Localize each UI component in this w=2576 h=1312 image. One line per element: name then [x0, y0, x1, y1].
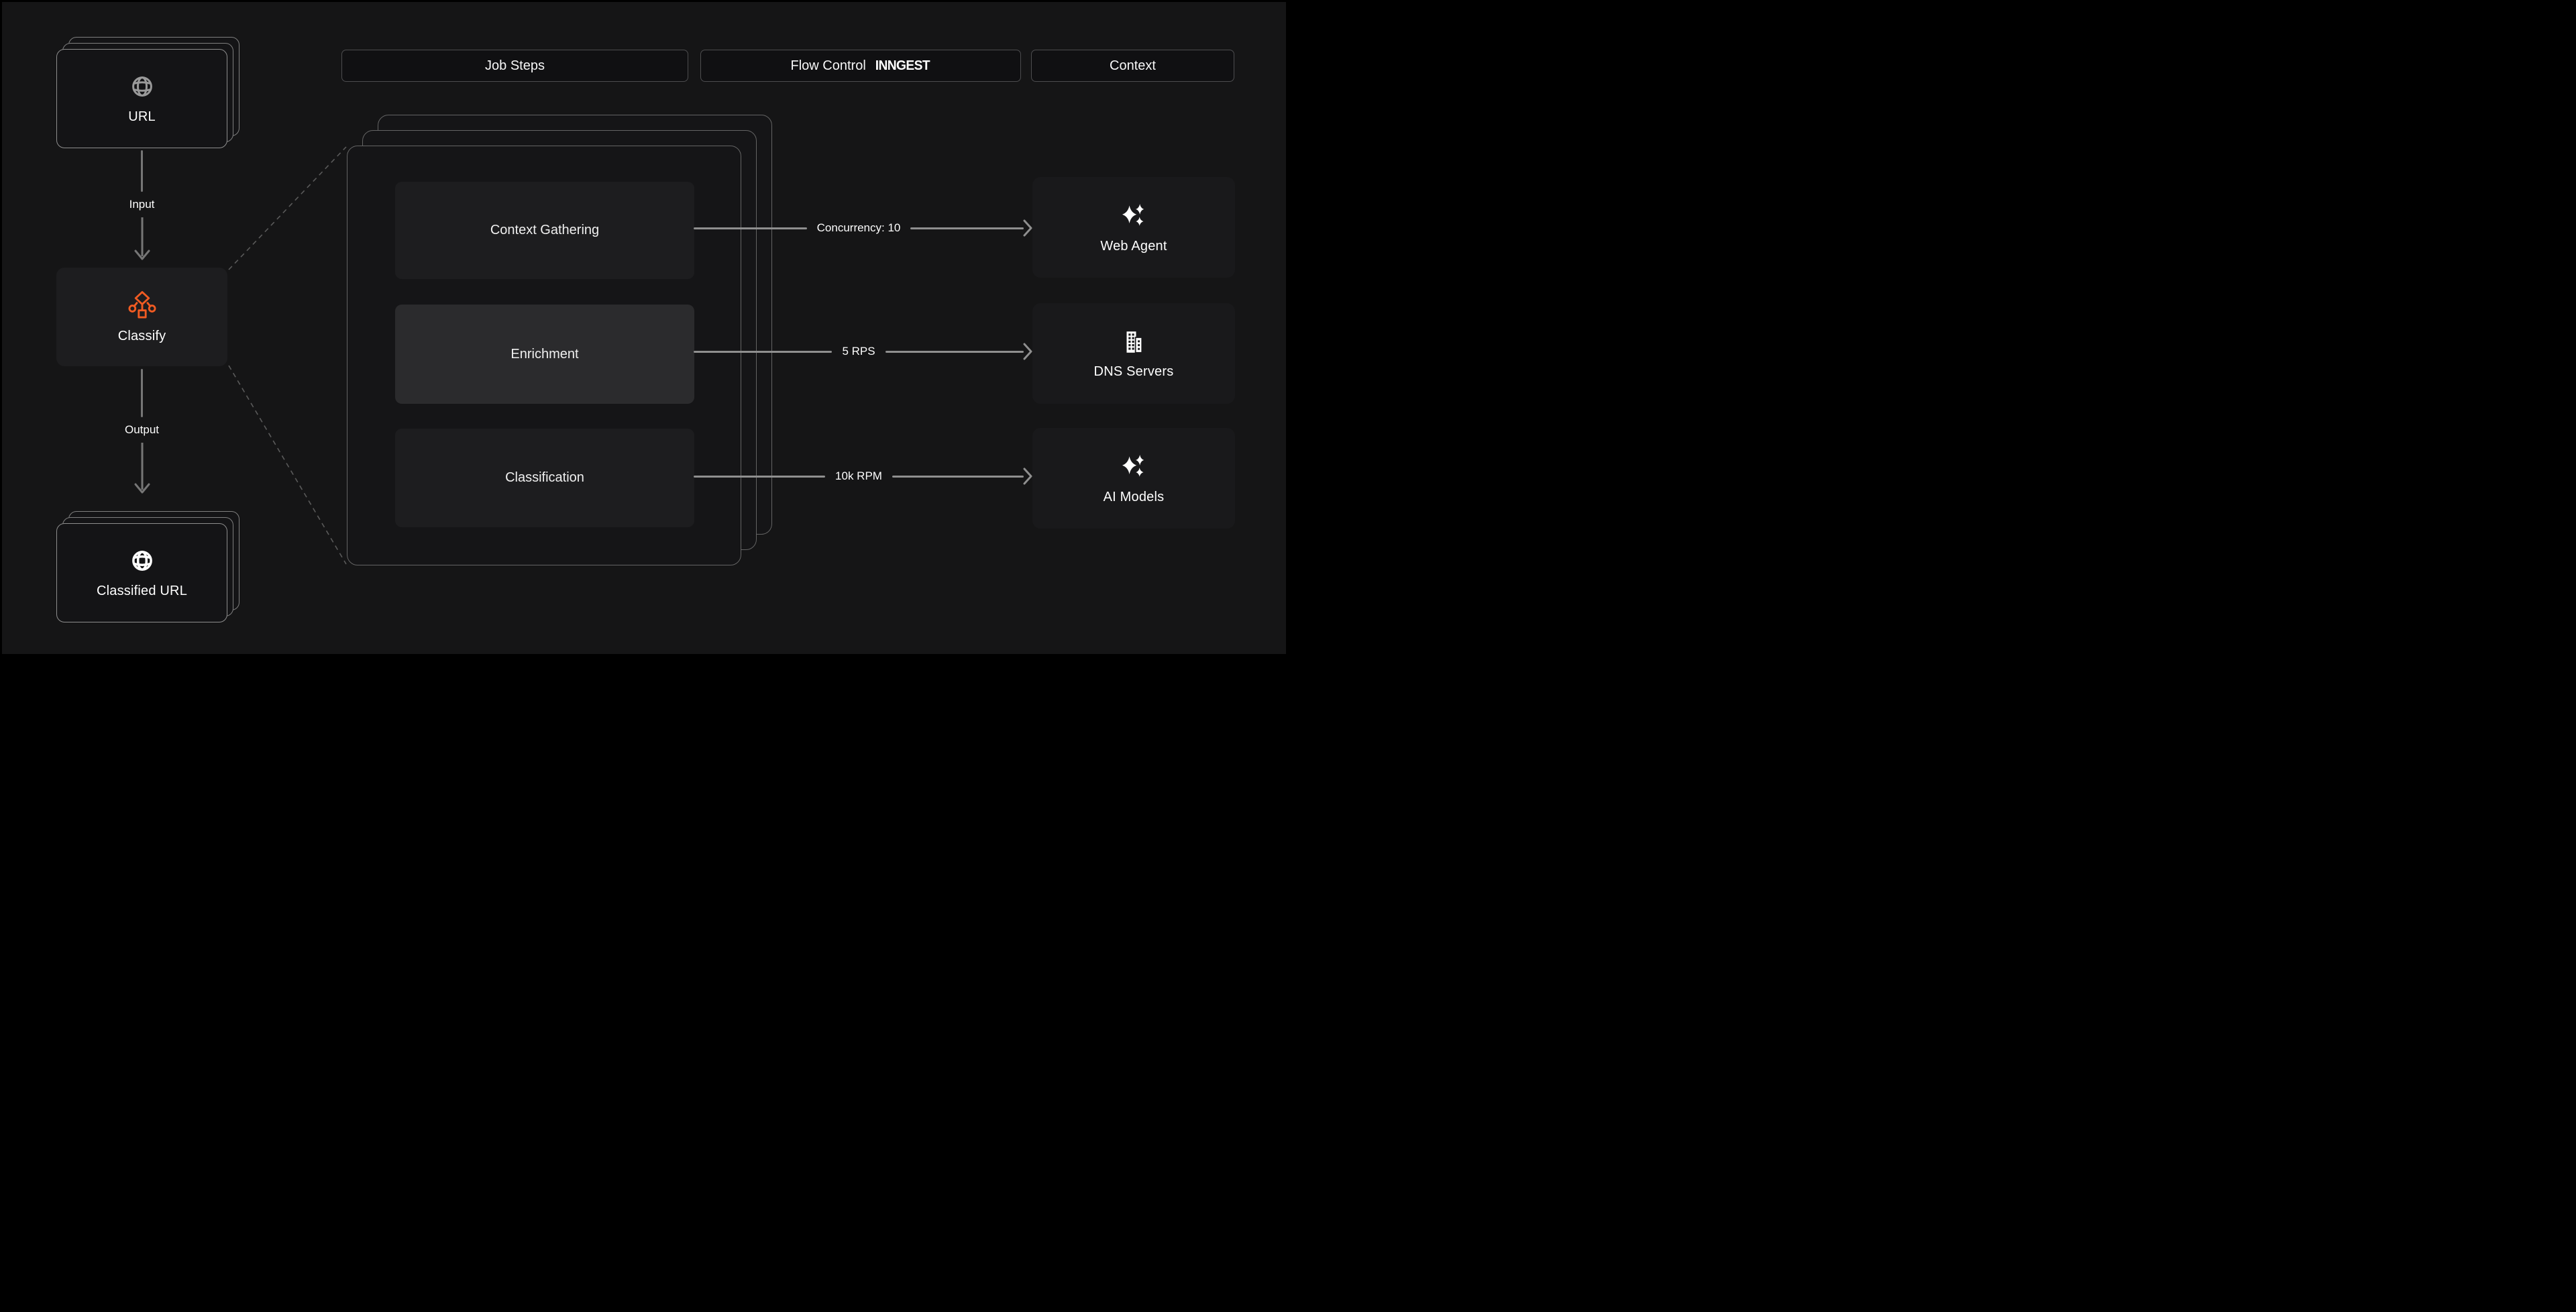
dns-servers-label: DNS Servers — [1093, 364, 1174, 379]
header-flow-control-label: Flow Control — [790, 58, 866, 73]
classify-node: Classify — [56, 268, 227, 366]
globe-filled-icon — [128, 547, 156, 575]
sparkles-icon — [1119, 452, 1148, 482]
classified-url-card-stack: Classified URL — [56, 511, 239, 622]
step-classification-label: Classification — [505, 470, 584, 485]
arrow-concurrency-label: Concurrency: 10 — [816, 221, 901, 234]
diagram-canvas: Job Steps Flow Control INNGEST Context U… — [2, 2, 1286, 654]
context-node-web-agent: Web Agent — [1032, 177, 1235, 278]
classify-node-label: Classify — [117, 328, 166, 343]
arrow-line — [694, 350, 833, 353]
url-card-label: URL — [128, 109, 156, 124]
context-node-dns-servers: DNS Servers — [1032, 303, 1235, 404]
arrow-rps: 5 RPS — [694, 341, 1032, 362]
arrow-line — [694, 227, 807, 229]
arrow-line — [885, 350, 1024, 353]
down-arrow-icon — [134, 217, 150, 260]
ai-models-label: AI Models — [1103, 489, 1165, 504]
buildings-icon — [1120, 328, 1148, 356]
arrow-line — [694, 475, 826, 478]
header-job-steps-label: Job Steps — [485, 58, 545, 73]
sparkles-icon — [1119, 201, 1148, 231]
arrow-rpm-label: 10k RPM — [835, 470, 882, 482]
step-context-gathering-label: Context Gathering — [490, 223, 600, 237]
globe-icon — [128, 72, 156, 101]
header-context-label: Context — [1110, 58, 1156, 73]
header-job-steps: Job Steps — [341, 50, 688, 82]
job-steps-card: Context Gathering Enrichment Classificat… — [347, 146, 741, 565]
arrow-concurrency: Concurrency: 10 — [694, 218, 1032, 238]
output-edge-line — [141, 369, 143, 417]
url-card: URL — [56, 49, 227, 148]
down-arrow-icon — [134, 443, 150, 494]
header-flow-control: Flow Control INNGEST — [700, 50, 1021, 82]
output-edge-label: Output — [124, 423, 160, 436]
step-context-gathering: Context Gathering — [395, 182, 694, 279]
input-edge-label: Input — [129, 198, 155, 211]
right-arrowhead-icon — [1023, 219, 1032, 237]
arrow-line — [910, 227, 1024, 229]
right-arrowhead-icon — [1023, 343, 1032, 360]
job-steps-stack: Context Gathering Enrichment Classificat… — [347, 115, 772, 565]
right-arrowhead-icon — [1023, 468, 1032, 485]
classified-url-card-label: Classified URL — [96, 584, 188, 598]
arrow-rpm: 10k RPM — [694, 466, 1032, 486]
header-context: Context — [1031, 50, 1234, 82]
arrow-rps-label: 5 RPS — [842, 345, 875, 358]
input-edge-line — [141, 150, 143, 192]
url-card-stack: URL — [56, 37, 239, 148]
inngest-logo: INNGEST — [875, 58, 930, 73]
input-edge: Input — [56, 150, 227, 264]
web-agent-label: Web Agent — [1100, 238, 1167, 254]
step-enrichment-label: Enrichment — [511, 346, 579, 362]
output-edge: Output — [56, 369, 227, 498]
step-classification: Classification — [395, 429, 694, 527]
step-enrichment: Enrichment — [395, 305, 694, 404]
arrow-line — [892, 475, 1024, 478]
classified-url-card: Classified URL — [56, 523, 227, 622]
context-node-ai-models: AI Models — [1032, 428, 1235, 529]
classify-tree-icon — [127, 290, 158, 321]
